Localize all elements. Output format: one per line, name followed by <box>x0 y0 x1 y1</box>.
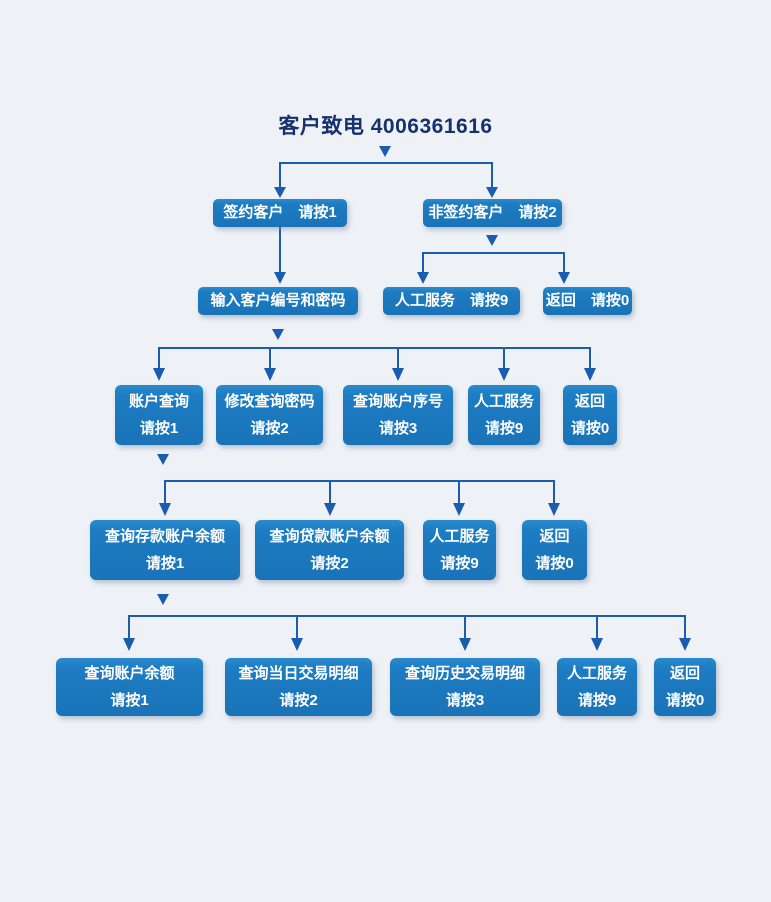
node-label: 请按3 <box>378 419 418 437</box>
node-label: 请按0 <box>570 419 610 437</box>
bracket-level1 <box>279 162 493 188</box>
node-label: 查询历史交易明细 <box>404 664 525 682</box>
node-unsigned-customer: 非签约客户 请按2 <box>423 199 562 227</box>
node-return-l3: 返回 请按0 <box>563 385 617 445</box>
bracket-unsigned-children <box>422 252 565 273</box>
page-title: 客户致电 4006361616 <box>278 115 493 138</box>
node-label: 修改查询密码 <box>224 392 315 410</box>
node-label: 人工服务 请按9 <box>394 292 509 309</box>
node-return-l5: 返回 请按0 <box>654 658 716 716</box>
node-label: 人工服务 <box>429 527 490 545</box>
node-label: 人工服务 <box>473 392 534 410</box>
bracket-level4 <box>164 480 555 503</box>
node-account-balance: 查询账户余额 请按1 <box>56 658 203 716</box>
node-label: 人工服务 <box>566 664 627 682</box>
node-label: 账户查询 <box>128 392 189 410</box>
node-change-password: 修改查询密码 请按2 <box>216 385 323 445</box>
node-account-serial: 查询账户序号 请按3 <box>343 385 453 445</box>
node-label: 返回 <box>574 392 605 410</box>
node-label: 请按2 <box>250 419 289 437</box>
bracket-level3 <box>158 347 591 368</box>
node-label: 输入客户编号和密码 <box>210 292 346 309</box>
node-signed-customer: 签约客户 请按1 <box>213 199 347 227</box>
node-label: 请按0 <box>665 691 705 709</box>
node-enter-id-password: 输入客户编号和密码 <box>198 287 358 315</box>
node-label: 请按1 <box>110 691 149 709</box>
branch-triangle-enter <box>272 329 284 340</box>
node-today-transactions: 查询当日交易明细 请按2 <box>225 658 372 716</box>
node-history-transactions: 查询历史交易明细 请按3 <box>390 658 540 716</box>
node-label: 请按2 <box>279 691 318 709</box>
node-account-inquiry: 账户查询 请按1 <box>115 385 203 445</box>
node-return-l4: 返回 请按0 <box>522 520 587 580</box>
node-label: 查询当日交易明细 <box>238 664 359 682</box>
node-label: 查询贷款账户余额 <box>269 527 390 545</box>
node-label: 请按9 <box>440 554 479 572</box>
node-label: 返回 请按0 <box>545 292 630 309</box>
node-return-l2: 返回 请按0 <box>543 287 632 315</box>
node-agent-service-l5: 人工服务 请按9 <box>557 658 637 716</box>
branch-triangle-account-inquiry <box>157 454 169 465</box>
node-agent-service-l4: 人工服务 请按9 <box>423 520 496 580</box>
node-agent-service-l2: 人工服务 请按9 <box>383 287 520 315</box>
node-label: 返回 <box>669 664 700 682</box>
branch-triangle-title <box>379 146 391 157</box>
node-deposit-balance: 查询存款账户余额 请按1 <box>90 520 240 580</box>
node-label: 非签约客户 请按2 <box>428 204 557 221</box>
node-label: 请按1 <box>139 419 179 437</box>
node-label: 查询账户序号 <box>352 392 443 410</box>
node-loan-balance: 查询贷款账户余额 请按2 <box>255 520 404 580</box>
node-label: 请按1 <box>145 554 185 572</box>
branch-triangle-deposit-balance <box>157 594 169 605</box>
bracket-level5 <box>128 615 686 638</box>
node-label: 请按2 <box>310 554 349 572</box>
node-label: 请按0 <box>535 554 574 572</box>
node-label: 请按9 <box>484 419 524 437</box>
arrowheads <box>123 146 691 651</box>
node-label: 返回 <box>539 527 570 545</box>
node-label: 查询账户余额 <box>84 664 175 682</box>
branch-triangle-unsigned <box>486 235 498 246</box>
node-label: 请按3 <box>445 691 485 709</box>
node-agent-service-l3: 人工服务 请按9 <box>468 385 540 445</box>
node-label: 查询存款账户余额 <box>104 527 225 545</box>
node-label: 请按9 <box>577 691 617 709</box>
node-label: 签约客户 请按1 <box>223 204 337 221</box>
